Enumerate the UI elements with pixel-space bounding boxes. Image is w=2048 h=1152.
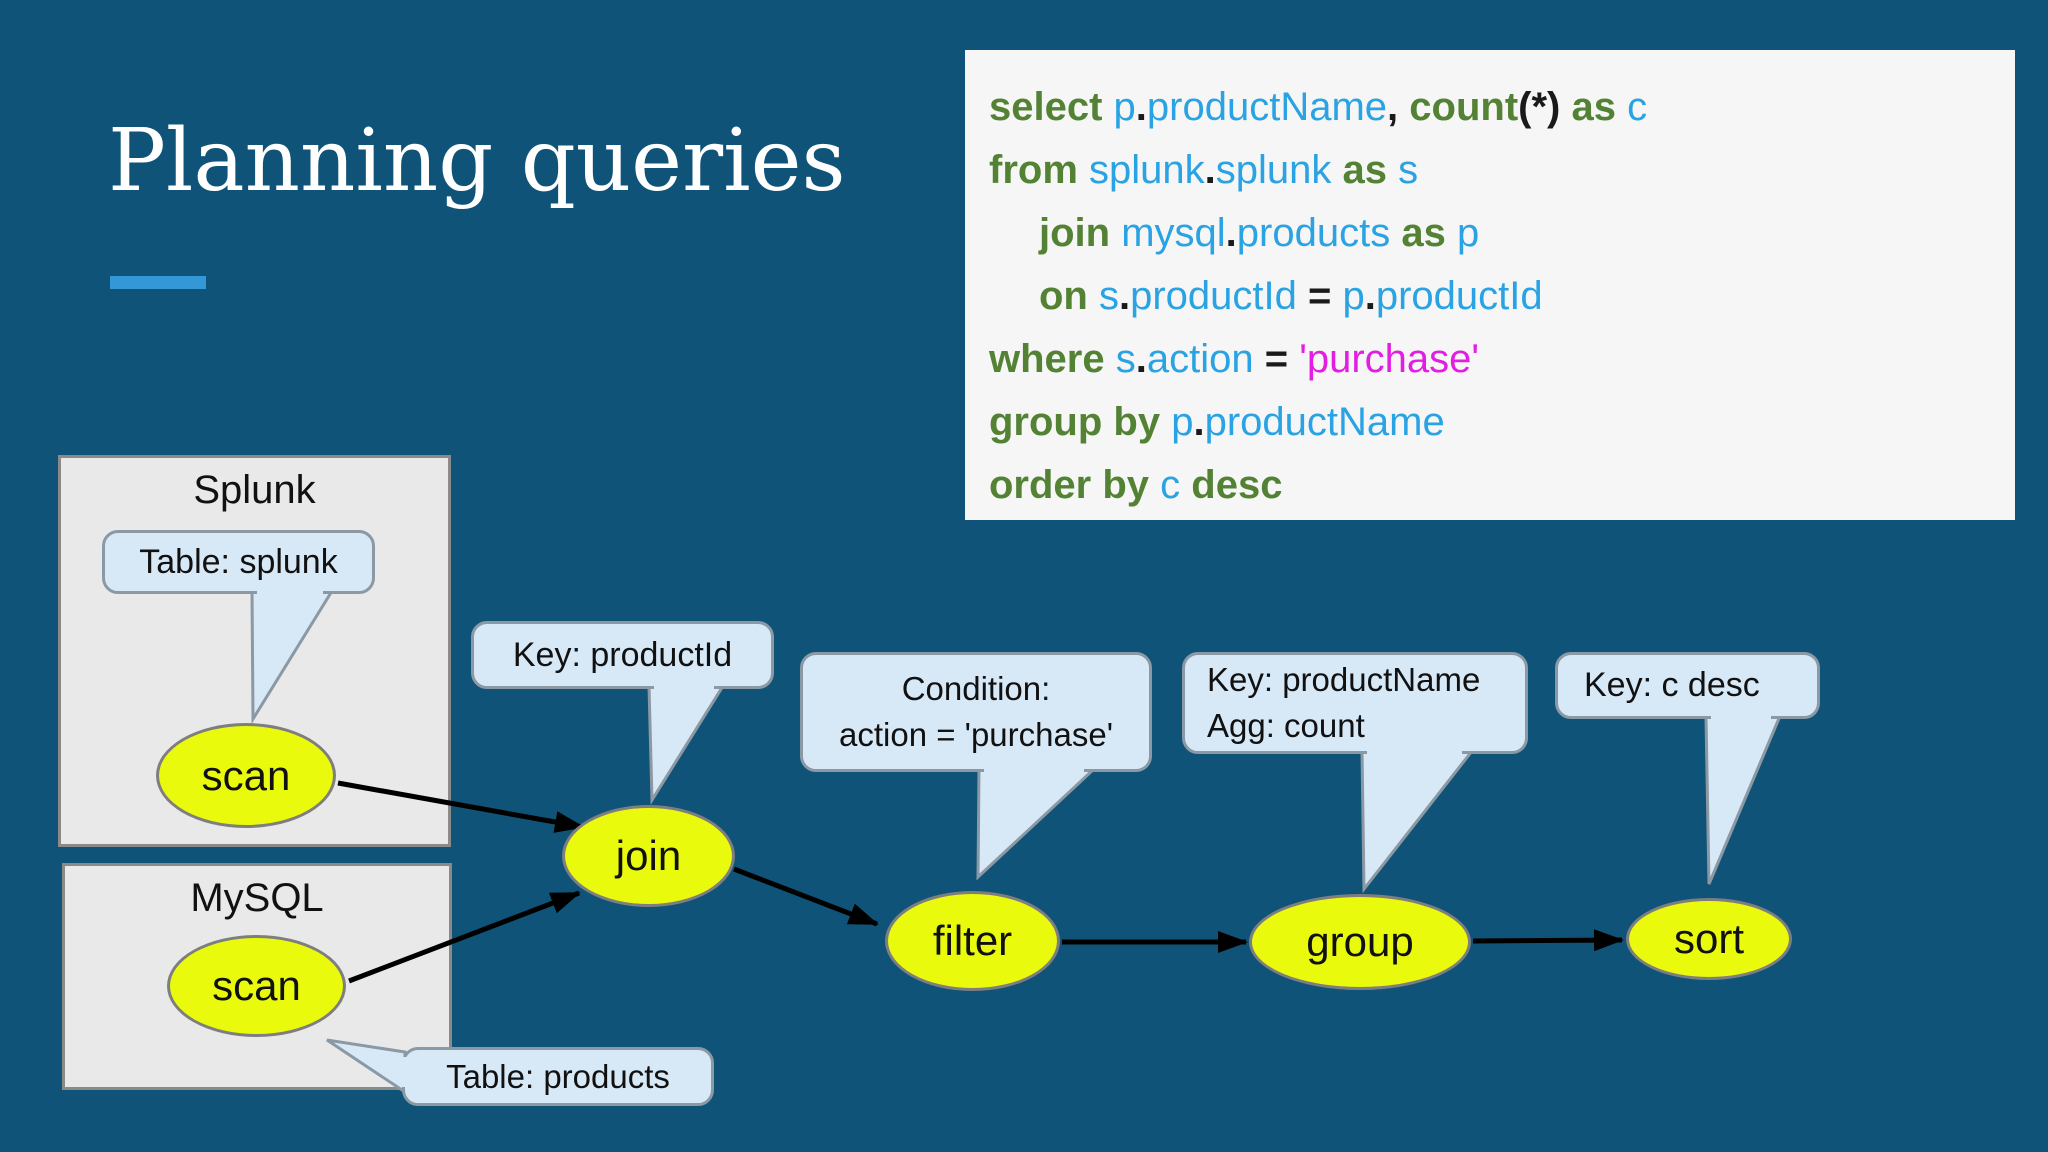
node-group-label: group (1306, 918, 1414, 965)
code-line: order by c desc (989, 454, 2005, 517)
code-token-kw: select (989, 85, 1114, 129)
key-c-desc-callout-tail (1704, 714, 1783, 885)
code-token-id: c (1627, 85, 1648, 129)
splunk-source-label: Splunk (193, 468, 316, 512)
condition-callout-tail (976, 767, 1098, 881)
node-scan-splunk-label: scan (201, 751, 291, 799)
seam-patch (257, 589, 323, 596)
code-token-pun: . (1135, 85, 1147, 129)
code-line: from splunk.splunk as s (989, 139, 2005, 202)
code-line: join mysql.products as p (989, 202, 2005, 265)
code-token-str: 'purchase' (1299, 337, 1480, 381)
node-join-label: join (615, 832, 682, 879)
node-sort-label: sort (1673, 915, 1744, 962)
code-token-id: s (1115, 337, 1136, 381)
code-token-kw: join (1039, 211, 1122, 255)
table-splunk-callout: Table: splunk (102, 530, 375, 594)
code-token-pun: . (1364, 274, 1376, 318)
key-productid-callout-text: Key: productId (512, 635, 733, 674)
code-line: where s.action = 'purchase' (989, 328, 2005, 391)
condition-callout-line2: action = 'purchase' (838, 716, 1114, 753)
title-accent-dash (110, 276, 206, 289)
code-token-pun: . (1193, 400, 1205, 444)
code-token-pun: (*) (1518, 85, 1572, 129)
key-c-desc-callout: Key: c desc (1555, 652, 1820, 719)
code-token-kw: on (1039, 274, 1099, 318)
code-token-id: p (1342, 274, 1365, 318)
node-join: join (562, 805, 735, 907)
code-line: group by p.productName (989, 391, 2005, 454)
code-token-op: = (1253, 337, 1300, 381)
code-token-id: s (1398, 148, 1419, 192)
key-c-desc-callout-text: Key: c desc (1584, 666, 1760, 705)
code-token-id: c (1160, 463, 1181, 507)
node-filter-label: filter (932, 917, 1013, 964)
code-token-id: productId (1130, 274, 1297, 318)
code-token-id: action (1146, 337, 1254, 381)
code-token-id: products (1236, 211, 1391, 255)
code-token-pun: . (1135, 337, 1147, 381)
seam-patch (984, 767, 1084, 774)
code-token-kw: from (989, 148, 1089, 192)
code-token-id: productName (1204, 400, 1445, 444)
code-token-pun: , (1387, 85, 1410, 129)
table-products-callout-text: Table: products (446, 1057, 670, 1095)
seam-patch (654, 684, 714, 691)
code-line: select p.productName, count(*) as c (989, 76, 2005, 139)
code-token-kw: group by (989, 400, 1172, 444)
code-token-id: p (1113, 85, 1136, 129)
code-token-id: s (1098, 274, 1119, 318)
key-productname-callout-tail (1360, 749, 1476, 894)
code-token-pun: . (1204, 148, 1216, 192)
code-token-kw: as (1331, 148, 1399, 192)
code-token-id: mysql (1121, 211, 1226, 255)
code-token-kw: where (989, 337, 1116, 381)
arrow-group-to-sort (1472, 929, 1624, 952)
node-scan-mysql-label: scan (212, 962, 301, 1009)
code-token-id: splunk (1215, 148, 1332, 192)
key-productname-callout-line1: Key: productName (1207, 661, 1481, 699)
code-token-kw: desc (1180, 463, 1283, 507)
node-group: group (1249, 894, 1471, 990)
code-token-id: splunk (1089, 148, 1205, 192)
code-token-pun: . (1118, 274, 1131, 318)
code-token-kw: order by (989, 463, 1161, 507)
key-productname-callout: Key: productName Agg: count (1182, 652, 1528, 754)
node-scan-splunk: scan (156, 723, 336, 828)
code-line: on s.productId = p.productId (989, 265, 2005, 328)
table-splunk-callout-text: Table: splunk (139, 542, 338, 581)
key-productid-callout: Key: productId (471, 621, 774, 689)
page-title: Planning queries (108, 111, 846, 211)
key-productname-callout-line2: Agg: count (1207, 707, 1365, 744)
arrow-join-to-filter (733, 866, 879, 927)
condition-callout-line1: Condition: (901, 670, 1051, 708)
code-token-kw: count (1409, 85, 1519, 129)
code-token-kw: as (1571, 85, 1628, 129)
mysql-source-label: MySQL (190, 876, 324, 920)
seam-patch (1367, 749, 1462, 756)
table-products-callout: Table: products (402, 1047, 714, 1106)
code-token-id: productId (1375, 274, 1543, 318)
code-token-pun: . (1225, 211, 1237, 255)
condition-callout: Condition: action = 'purchase' (800, 652, 1152, 772)
node-scan-mysql: scan (167, 935, 346, 1037)
seam-patch (401, 1057, 408, 1087)
node-filter: filter (885, 891, 1060, 991)
node-sort: sort (1626, 898, 1792, 980)
code-token-id: p (1171, 400, 1194, 444)
key-productid-callout-tail (647, 684, 726, 806)
code-token-op: = (1296, 274, 1343, 318)
code-token-id: p (1456, 211, 1480, 255)
seam-patch (1711, 714, 1771, 721)
code-token-id: productName (1146, 85, 1388, 129)
code-token-kw: as (1390, 211, 1457, 255)
